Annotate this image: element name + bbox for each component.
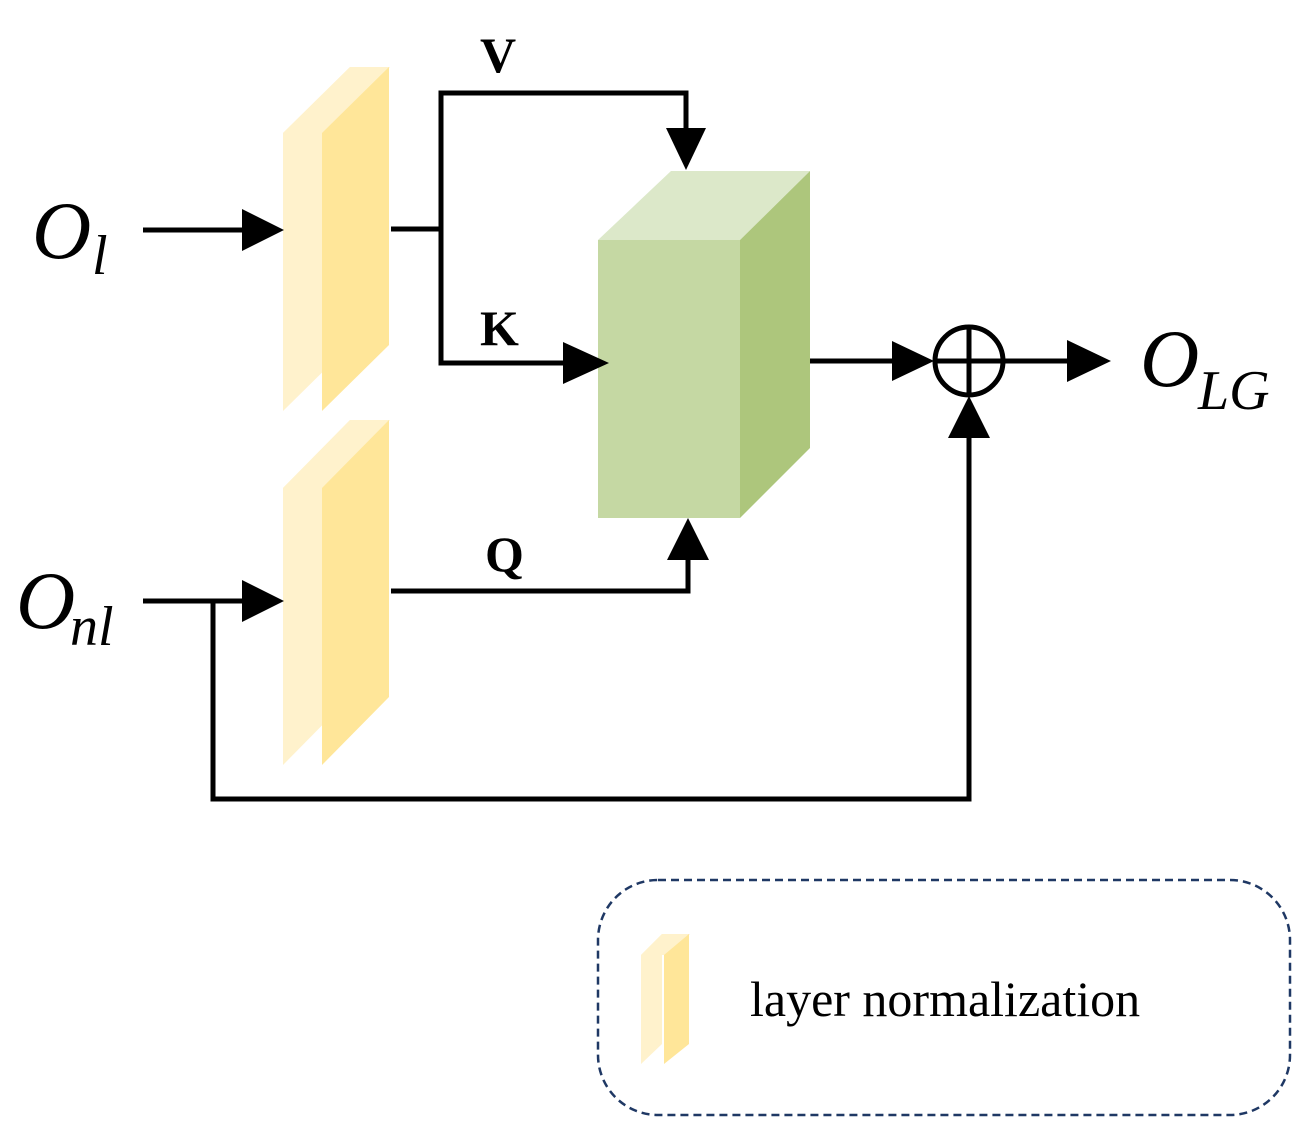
legend: layer normalization (596, 878, 1292, 1117)
arrowheads (242, 128, 1111, 622)
legend-label: layer normalization (750, 971, 1140, 1027)
attention-block-top (598, 171, 810, 240)
attention-block (598, 171, 810, 518)
output-symbol: O (1140, 313, 1199, 404)
output-arrowhead (1067, 340, 1111, 382)
key-arrowhead (563, 342, 609, 384)
nonlocal-input-symbol: O (16, 555, 75, 646)
query-arrowhead (667, 518, 709, 560)
output-subscript: LG (1197, 360, 1270, 422)
local-input-symbol: O (32, 185, 91, 276)
legend-icon-front (664, 934, 689, 1064)
layer-norm-block-local (283, 67, 390, 411)
layer-norm-local-front (322, 67, 389, 411)
query-label: Q (485, 526, 524, 582)
key-label: K (480, 300, 519, 356)
attention-block-side (740, 171, 810, 518)
key-path (438, 229, 565, 366)
layer-norm-block-nonlocal (283, 420, 390, 765)
nonlocal-input-arrowhead (242, 580, 284, 622)
nonlocal-input-subscript: nl (70, 596, 114, 658)
legend-layer-norm-icon (641, 934, 690, 1064)
local-input-arrowhead (242, 209, 284, 251)
legend-border (596, 878, 1292, 1117)
value-arrowhead (666, 128, 706, 170)
query-path (391, 558, 691, 594)
legend-icon-slant (641, 934, 662, 1064)
layer-norm-nonlocal-front (322, 420, 389, 765)
residual-arrowhead (948, 396, 990, 438)
attention-block-front (598, 240, 740, 518)
attention-output-arrowhead (892, 341, 934, 381)
element-wise-sum-icon (932, 324, 1006, 398)
local-input-subscript: l (92, 225, 108, 287)
residual-path (210, 436, 972, 802)
connection-lines (143, 90, 1070, 802)
value-label: V (480, 27, 516, 83)
value-path (438, 90, 689, 229)
